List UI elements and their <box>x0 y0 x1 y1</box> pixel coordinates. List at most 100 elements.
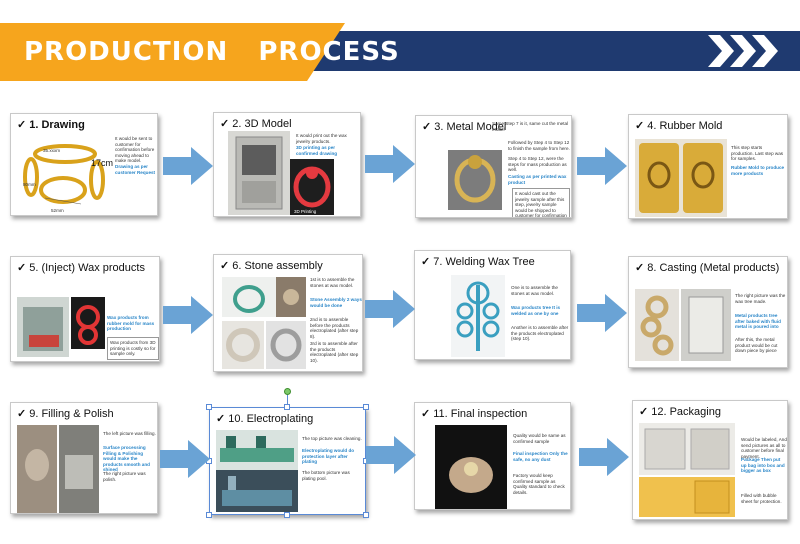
arrow-right-icon <box>160 440 210 478</box>
step-title: ✓11. Final inspection <box>421 408 528 420</box>
step-highlight: Metal products tree after baked with flu… <box>735 313 781 330</box>
step-highlight: Wax products tree It is welded as one by… <box>511 305 561 316</box>
boxes-photo <box>639 477 735 517</box>
resize-handle-bottom[interactable] <box>284 512 290 518</box>
step-highlight: Drawing as per customer Request <box>115 164 156 175</box>
step-card-drawing: ✓1. Drawing 17cm 80mm 52mm 35.xxxm It wo… <box>10 113 158 216</box>
arrow-right-icon <box>365 290 415 328</box>
step-card-wax-products: ✓5. (Inject) Wax products Wax products f… <box>10 256 160 362</box>
step-note: Followed by Step 4 to Step 12 to finish … <box>508 140 570 151</box>
pearl-ring-photo <box>222 321 264 369</box>
resize-handle-bottom-left[interactable] <box>206 512 212 518</box>
step-note: Another is to assemble after the product… <box>511 325 569 342</box>
filling-photo <box>17 425 57 513</box>
step-note: 3rd is to assemble after the products el… <box>310 341 359 363</box>
step-card-3d-model: ✓2. 3D Model 3D Printing It would print … <box>213 112 361 217</box>
page-title: PRODUCTION PROCESS <box>24 37 400 67</box>
wax-tree-photo <box>451 275 505 357</box>
step-note: Step 4 to Step 12, were the steps for ma… <box>508 156 567 173</box>
bags-photo <box>639 423 735 475</box>
dim-b: 52mm <box>51 208 64 213</box>
step-note: The top picture was cleaning. <box>302 436 362 441</box>
step-title: ✓4. Rubber Mold <box>635 120 723 132</box>
stone-setting-photo <box>276 277 306 317</box>
step-highlight: Final inspection Only the safe, no any d… <box>513 451 568 462</box>
step-title: ✓12. Packaging <box>639 406 721 418</box>
step-note: It would be sent to customer for confirm… <box>115 136 155 164</box>
rotate-handle-stem <box>287 394 288 404</box>
resize-handle-bottom-right[interactable] <box>363 512 369 518</box>
silver-ring-photo <box>266 321 306 369</box>
step-card-welding-wax-tree: ✓7. Welding Wax Tree One is to assemble … <box>414 250 571 360</box>
step-note: 1st is to assemble the stones at wax mod… <box>310 277 355 288</box>
step-highlight: Package Then put up bag into box and big… <box>741 457 785 474</box>
step-card-casting: ✓8. Casting (Metal products) The right p… <box>628 256 788 368</box>
arrow-right-icon <box>163 296 213 334</box>
dim-height: 17cm <box>91 158 114 168</box>
step-title: ✓3. Metal Model <box>422 121 507 133</box>
step-note: 2nd is to assemble before the products e… <box>310 317 359 339</box>
step-highlight: Surface processing Filling & Polishing w… <box>103 445 150 473</box>
arrow-right-icon <box>163 147 213 185</box>
step-card-metal-model: ✓3. Metal Model Same Step 7 is it, same … <box>415 115 572 218</box>
step-note: Would be labeled, And send pictures as a… <box>741 437 787 459</box>
step-highlight: Stone Assembly 2 ways would be done <box>310 297 362 308</box>
step-title: ✓5. (Inject) Wax products <box>17 262 145 274</box>
step-note: Quality would be same as confirmed sampl… <box>513 433 566 444</box>
dim-a: 80mm <box>23 182 36 187</box>
step-note: The bottom picture was plating pool. <box>302 470 350 481</box>
step-note: The right picture was the wax tree made. <box>735 293 786 304</box>
step-note: One is to assemble the stones at wax mod… <box>511 285 558 296</box>
step-note: Same Step 7 is it, same cut the metal mo… <box>492 121 569 132</box>
step-title: ✓1. Drawing <box>17 119 85 131</box>
step-highlight: 3D printing as per confirmed drawing <box>296 145 338 156</box>
wax-model-photo <box>290 159 334 215</box>
wax-tree-photo <box>71 297 105 349</box>
step-highlight: Electroplating would do protection layer… <box>302 448 355 465</box>
arrow-right-icon <box>577 147 627 185</box>
stone-assembly-photo <box>222 277 276 317</box>
banner-yellow-band <box>0 23 345 81</box>
step-note: This step starts production. Last step w… <box>731 145 784 162</box>
step-card-rubber-mold: ✓4. Rubber Mold This step starts product… <box>628 114 788 219</box>
step-card-stone-assembly: ✓6. Stone assembly 1st is to assemble th… <box>213 254 363 372</box>
polish-photo <box>59 425 99 513</box>
step-note: Filled with bubble sheet for protection. <box>741 493 782 504</box>
step-note-boxed: It would cast out the jewelry sample aft… <box>512 188 570 217</box>
resize-handle-top[interactable] <box>284 404 290 410</box>
step-highlight: Wax products from rubber mold for mass p… <box>107 315 155 332</box>
3d-printer-photo <box>228 131 290 215</box>
step-title: ✓10. Electroplating <box>216 413 314 425</box>
header-banner: PRODUCTION PROCESS <box>0 23 800 81</box>
cleaning-photo <box>216 430 298 470</box>
step-note: It would print out the wax jewelry produ… <box>296 133 347 144</box>
arrow-right-icon <box>366 436 416 474</box>
step-highlight: Rubber Mold to produce more products <box>731 165 785 176</box>
photo-caption: 3D Printing <box>294 209 317 214</box>
arrow-right-icon <box>577 294 627 332</box>
ring-drawing-illustration <box>23 144 105 205</box>
metal-ring-photo <box>448 150 502 210</box>
step-title: ✓9. Filling & Polish <box>17 408 114 420</box>
rotate-handle[interactable] <box>284 388 291 395</box>
plating-pool-photo <box>216 470 298 512</box>
step-note: The right picture was polish. <box>103 471 146 482</box>
step-note: The left picture was filling. <box>103 431 156 436</box>
casting-machine-photo <box>681 289 731 361</box>
dim-c: 35.xxxm <box>43 148 61 153</box>
step-title: ✓6. Stone assembly <box>220 260 323 272</box>
step-note: Factory would keep confirmed sample as Q… <box>513 473 565 495</box>
resize-handle-top-right[interactable] <box>363 404 369 410</box>
selection-frame[interactable] <box>209 407 366 515</box>
rubber-mold-photo <box>635 139 727 217</box>
step-card-filling-polish: ✓9. Filling & Polish The left picture wa… <box>10 402 158 514</box>
chevron-right-icon <box>708 35 778 67</box>
arrow-right-icon <box>365 145 415 183</box>
step-card-packaging: ✓12. Packaging Would be labeled, And sen… <box>632 400 788 520</box>
wax-injector-photo <box>17 297 69 357</box>
resize-handle-top-left[interactable] <box>206 404 212 410</box>
step-title: ✓8. Casting (Metal products) <box>635 262 780 274</box>
step-card-final-inspection: ✓11. Final inspection Quality would be s… <box>414 402 571 510</box>
step-note: After this, the metal product would be c… <box>735 337 778 354</box>
step-title: ✓7. Welding Wax Tree <box>421 256 535 268</box>
